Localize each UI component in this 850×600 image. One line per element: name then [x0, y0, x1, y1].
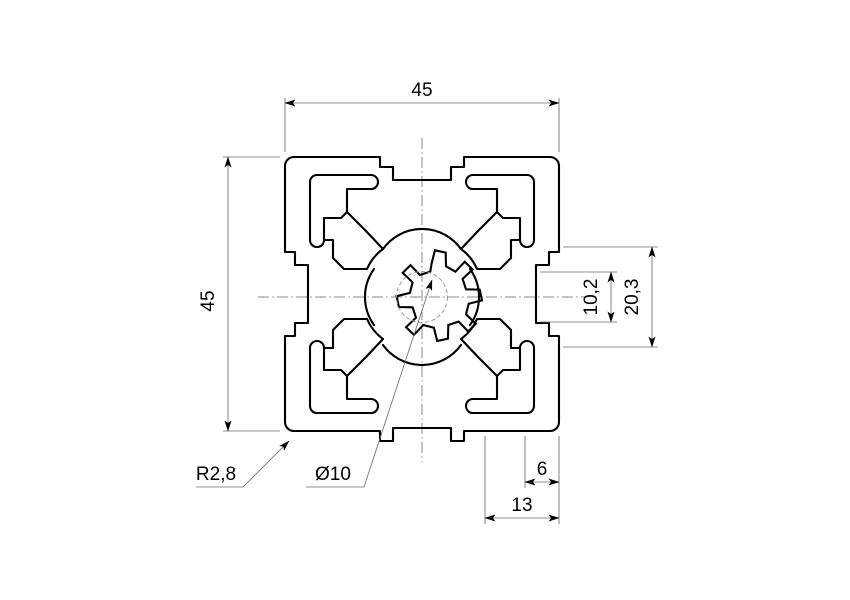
profile-outer-contour	[283, 155, 561, 443]
annotation-bore-diameter: Ø10	[306, 279, 433, 488]
web-bridge-right	[468, 267, 480, 327]
dim-label-wall-offset: 6	[537, 459, 548, 480]
slot-cavity-bottom-left	[308, 339, 380, 415]
web-arm-bottom-left	[322, 317, 385, 378]
annotation-label-corner-radius: R2,8	[196, 464, 236, 485]
web-arm-bottom-right	[459, 317, 522, 378]
web-bridge-bottom	[381, 343, 463, 367]
dimension-slot-inner: 10,2	[540, 271, 617, 323]
dimension-width-top: 45	[284, 80, 560, 152]
dim-label-width-top: 45	[411, 80, 432, 101]
bore-diameter-circle	[396, 271, 448, 323]
dim-label-edge-to-slot: 13	[511, 495, 532, 516]
dim-label-slot-outer: 20,3	[622, 279, 643, 316]
dimension-height-left: 45	[198, 156, 280, 432]
slot-cavity-top-right	[464, 173, 536, 249]
slot-cavity-bottom-right	[464, 339, 536, 415]
core-splined-bore	[395, 249, 484, 343]
annotation-corner-radius: R2,8	[196, 440, 290, 488]
web-arm-top-left	[322, 210, 385, 271]
dimension-slot-outer: 20,3	[563, 246, 658, 348]
bore-spline-contour	[395, 249, 484, 343]
dim-label-slot-inner: 10,2	[581, 279, 602, 316]
dimension-wall-offset: 6	[524, 436, 560, 524]
web-bridge-left	[364, 267, 376, 327]
dim-label-height-left: 45	[198, 290, 219, 311]
dimension-edge-to-slot: 13	[484, 436, 560, 524]
annotation-label-bore-diameter: Ø10	[315, 464, 351, 485]
web-arm-top-right	[459, 210, 522, 271]
profile-cross-section	[283, 155, 561, 443]
centerlines	[258, 138, 586, 462]
leader-line-bore-diameter	[306, 279, 433, 488]
web-bridge-top	[381, 227, 463, 251]
slot-cavity-top-left	[308, 173, 380, 249]
leader-line-corner-radius	[196, 440, 290, 488]
